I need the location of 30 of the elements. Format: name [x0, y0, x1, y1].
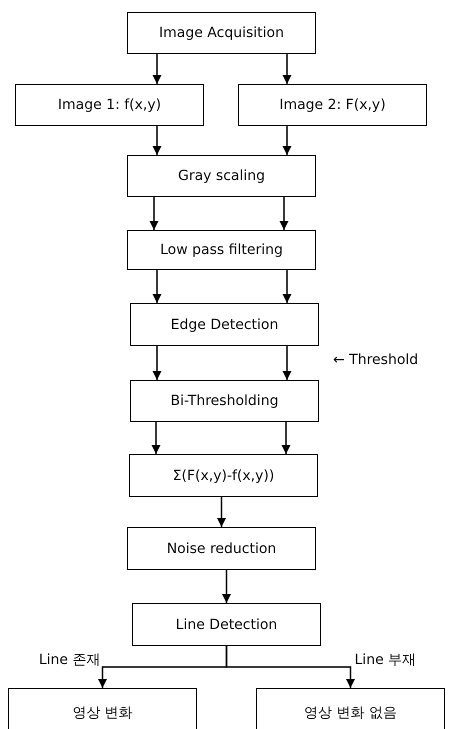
threshold-note: ← Threshold [333, 352, 418, 368]
arrow [150, 197, 158, 230]
edge-label: Line 부재 [354, 651, 416, 669]
arrow [282, 54, 292, 84]
process-box: Line Detection [132, 603, 321, 646]
arrow [282, 346, 292, 380]
process-box: Image Acquisition [127, 12, 316, 54]
arrow [282, 422, 290, 454]
process-box: Noise reduction [127, 527, 316, 570]
arrow [152, 270, 162, 303]
process-box: Low pass filtering [127, 230, 316, 270]
process-box: Edge Detection [130, 303, 319, 346]
arrow [152, 54, 162, 84]
arrow [280, 197, 288, 230]
process-box: Σ(F(x,y)-f(x,y)) [129, 454, 318, 497]
arrow [282, 126, 292, 155]
arrow [152, 422, 160, 454]
process-box: 영상 변화 없음 [256, 688, 445, 729]
arrow [222, 570, 231, 603]
process-box: Image 2: F(x,y) [238, 84, 427, 126]
arrow [217, 497, 226, 527]
edge-label: Line 존재 [38, 651, 100, 669]
process-box: 영상 변화 [8, 688, 197, 729]
arrow [152, 126, 162, 155]
process-box: Gray scaling [127, 155, 316, 197]
arrow [226, 646, 355, 688]
process-box: Bi-Thresholding [130, 380, 319, 422]
arrow [152, 346, 162, 380]
process-box: Image 1: f(x,y) [15, 84, 204, 126]
arrow [282, 270, 292, 303]
